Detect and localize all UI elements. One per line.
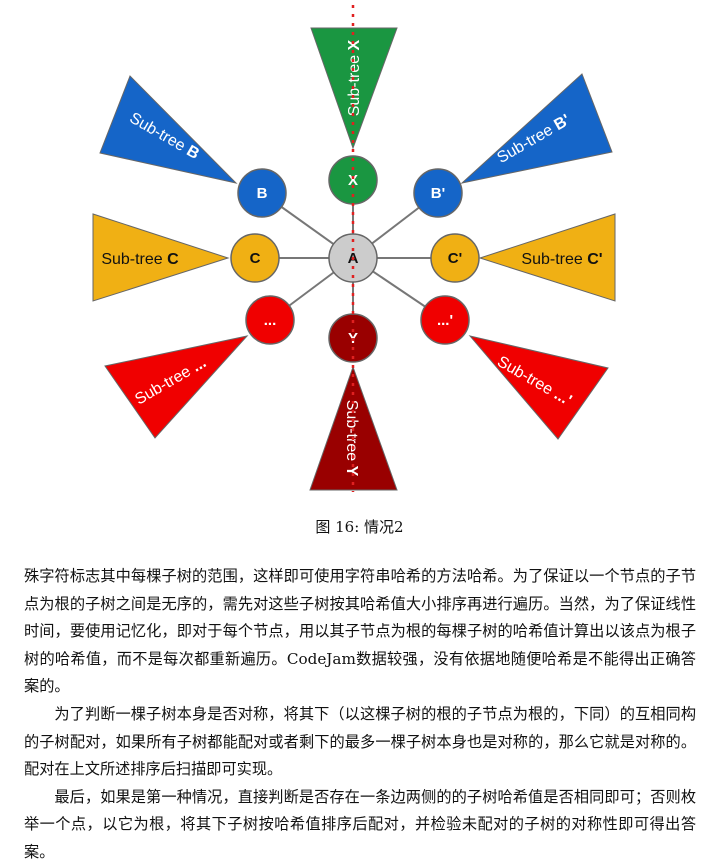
subtree-label-C: Sub-tree C (101, 251, 179, 268)
node-label-Dp: ...' (437, 312, 453, 329)
paragraph: 最后，如果是第一种情况，直接判断是否存在一条边两侧的的子树哈希值是否相同即可；否… (24, 787, 696, 861)
subtree-triangle-Cp (478, 213, 616, 302)
subtree-triangle-Dp (468, 335, 609, 440)
node-label-X: X (348, 172, 358, 189)
node-Dp (420, 295, 470, 345)
node-label-D: ... (264, 312, 277, 329)
node-label-Cp: C' (448, 250, 462, 267)
subtree-triangle-Bp (460, 73, 613, 184)
subtree-triangle-B (99, 75, 238, 184)
paragraph: 为了判断一棵子树本身是否对称，将其下（以这棵子树的根的子节点为根的，下同）的互相… (24, 704, 696, 779)
node-Bp (413, 168, 463, 218)
node-D (245, 295, 295, 345)
node-C (230, 233, 280, 283)
node-label-B: B (257, 185, 268, 202)
subtree-label-Cp: Sub-tree C' (521, 251, 602, 268)
subtree-triangle-D (104, 335, 249, 439)
subtree-label-Y: Sub-tree Y (343, 400, 360, 477)
body-text: 殊字符标志其中每棵子树的范围，这样即可使用字符串哈希的方法哈希。为了保证以一个节… (24, 563, 696, 867)
subtree-triangle-C (92, 213, 230, 302)
subtree-label-X: Sub-tree X (346, 39, 363, 116)
node-label-Bp: B' (431, 185, 445, 202)
node-Cp (430, 233, 480, 283)
node-label-C: C (250, 250, 261, 267)
figure-caption: 图 16: 情况2 (315, 518, 404, 536)
node-B (237, 168, 287, 218)
paragraph: 殊字符标志其中每棵子树的范围，这样即可使用字符串哈希的方法哈希。为了保证以一个节… (24, 567, 696, 696)
